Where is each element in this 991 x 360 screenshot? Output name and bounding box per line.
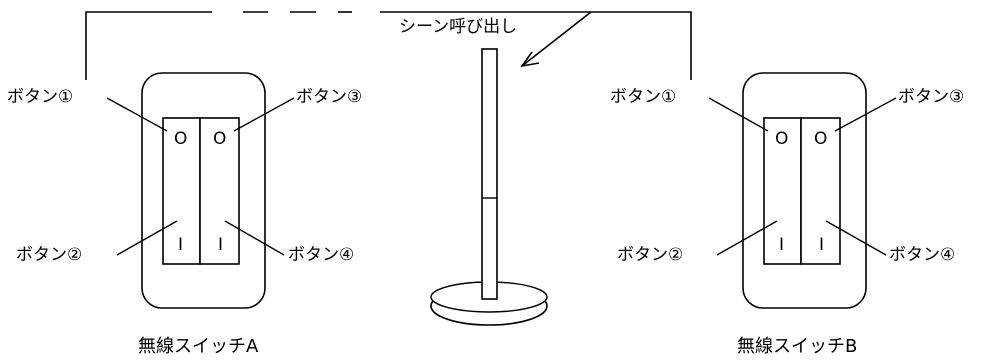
scene-call-arrow: [520, 11, 592, 68]
switch-b-left-rocker: [763, 117, 802, 265]
switch-a-button4-label: ボタン④: [288, 245, 354, 265]
switch-b-button2-symbol: I: [779, 235, 784, 255]
scene-connection-bracket: [85, 11, 692, 80]
switch-b-button4-label: ボタン④: [889, 245, 955, 265]
switch-a-button1-symbol: O: [174, 129, 187, 149]
switch-a-button3-symbol: O: [213, 129, 226, 149]
switch-a-button2-symbol: I: [178, 235, 183, 255]
switch-a-caption: 無線スイッチA: [138, 336, 259, 357]
switch-b-right-rocker: [800, 117, 841, 265]
switch-b-button4-symbol: I: [819, 235, 824, 255]
stand-device: [430, 48, 548, 326]
scene-call-label: シーン呼び出し: [399, 17, 517, 37]
switch-a-button4-symbol: I: [218, 235, 223, 255]
wireless-switch-a: O O I I ボタン① ボタン③ ボタン② ボタン④ 無線スイッチA: [7, 72, 362, 357]
switch-b-button1-symbol: O: [775, 129, 788, 149]
switch-b-button3-label: ボタン③: [898, 87, 964, 107]
switch-a-button3-label: ボタン③: [296, 87, 362, 107]
switch-b-button2-label: ボタン②: [617, 245, 683, 265]
switch-b-button3-symbol: O: [814, 129, 827, 149]
switch-a-right-rocker: [199, 117, 240, 265]
wireless-switch-b: O O I I ボタン① ボタン③ ボタン② ボタン④ 無線スイッチB: [610, 72, 964, 357]
switch-a-button1-label: ボタン①: [7, 87, 73, 107]
switch-b-caption: 無線スイッチB: [737, 336, 857, 357]
switch-b-button1-label: ボタン①: [610, 87, 676, 107]
switch-a-button2-label: ボタン②: [16, 245, 82, 265]
